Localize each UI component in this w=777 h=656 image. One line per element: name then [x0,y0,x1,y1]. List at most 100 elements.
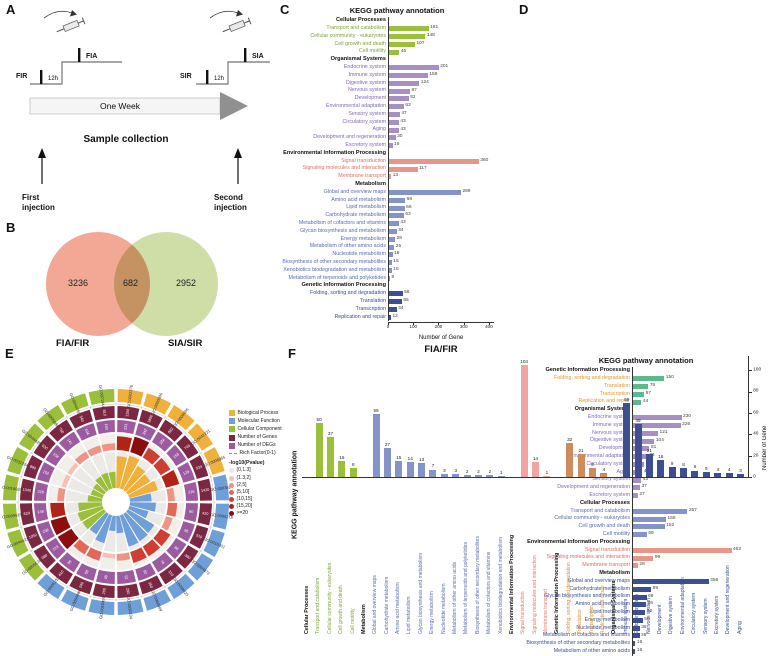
syringe-plunger-end [81,17,86,25]
gene-count-label: 420 [202,511,209,516]
deg-count-label: 141 [66,438,73,445]
bar [388,26,429,32]
bar-column [507,356,518,477]
rich-factor-bar [123,512,148,542]
bar [388,260,392,266]
bar-value: 44 [642,398,649,404]
rich-factor-bar [78,502,103,512]
bar-label: Global and overview maps [323,188,386,195]
axis-tick-label: 40 [753,431,759,437]
bar-column: 2 [473,356,484,477]
bar-label-cell: Metabolism [359,478,370,634]
bar-label-cell: Development [655,478,666,634]
bar [632,578,709,584]
bar-value: 50 [644,617,650,622]
syringe-needle [56,28,65,33]
bar [388,158,479,164]
deg-count-label: 95 [183,528,188,533]
rich-factor-bar [87,495,103,502]
bar-value: 27 [384,441,390,447]
bar [702,471,710,477]
deg-count-arc [45,444,66,467]
rich-factor-bar [116,456,128,489]
bar-value: 104 [655,437,664,443]
bar [632,430,659,436]
bar-label: Development and regeneration [725,565,732,634]
bar [532,461,539,477]
bar-row: Xenobiotics biodegradation and metabolis… [278,267,516,275]
bar-column: 8 [348,356,359,477]
gene-count-label: 380 [184,553,191,560]
legend-label: >=20 [236,510,248,517]
venn-diagram: 3236 682 2952 FIA/FIR SIA/SIR [18,228,268,349]
deg-count-arc [183,503,198,522]
bar [388,244,395,250]
scale-tick [45,570,48,573]
bar-label-cell: Genetic Information Processing [553,478,564,634]
bar [632,547,732,553]
bar-value: 8 [351,462,355,468]
bar-value: 68 [406,196,412,202]
deg-count-label: 216 [188,490,195,495]
rich-factor-bar [129,493,152,502]
scale-tick [90,405,92,409]
bar [388,41,415,47]
bar-column: 32 [564,356,575,477]
syringe-plunger [243,20,250,24]
bar-value: 25 [395,243,402,249]
chart-title: KEGG pathway annotation [349,6,445,15]
bar [668,467,676,477]
bar-label-cell: Development and regeneration [723,478,734,634]
bar-label: Cellular community - eukaryotes [310,32,386,39]
pvalue-legend-title: -log10(Pvalue) [229,460,265,467]
pvalue-bar [153,457,171,476]
bar-value: 3 [739,467,742,473]
bar-column: 16 [655,356,666,477]
bar-column: 3 [735,356,746,477]
rich-factor-bar [119,455,140,490]
bar-label: Cellular community - eukaryotes [554,515,630,522]
bar-value: 28 [639,562,645,568]
go-term-arc [167,405,195,431]
injection-arrow [43,10,75,19]
gene-count-arc [117,406,140,421]
gene-count-label: 1050 [28,533,37,540]
bar-label: Carbohydrate metabolism [383,576,390,634]
bar [632,391,645,397]
deg-count-arc [34,503,49,522]
second-injection-arrowhead [234,148,242,158]
legend-swatch [229,452,237,454]
bar-label: Translation [577,609,584,634]
bar-label-cell: Metabolism of cofactors and vitamins [484,478,495,634]
bar-group-header-row: Metabolism [278,181,516,189]
bar [632,555,654,561]
deg-count-label: 86 [67,559,73,565]
gene-count-arc [23,525,43,549]
gene-count-arc [197,478,212,501]
bar-value: 69 [624,396,630,402]
bar-label: Environmental adaptation [325,103,386,110]
bar-label-cell: Carbohydrate metabolism [382,478,393,634]
legend-swatch [229,489,234,495]
bar-label: Translation [359,297,386,304]
bar-column: 15 [393,356,404,477]
bar-value: 49 [635,418,641,424]
bar [632,415,682,421]
bar-value: 21 [646,448,652,454]
bar-label: Replication and repair [334,313,386,320]
fia-timepoint-tick [78,48,81,62]
